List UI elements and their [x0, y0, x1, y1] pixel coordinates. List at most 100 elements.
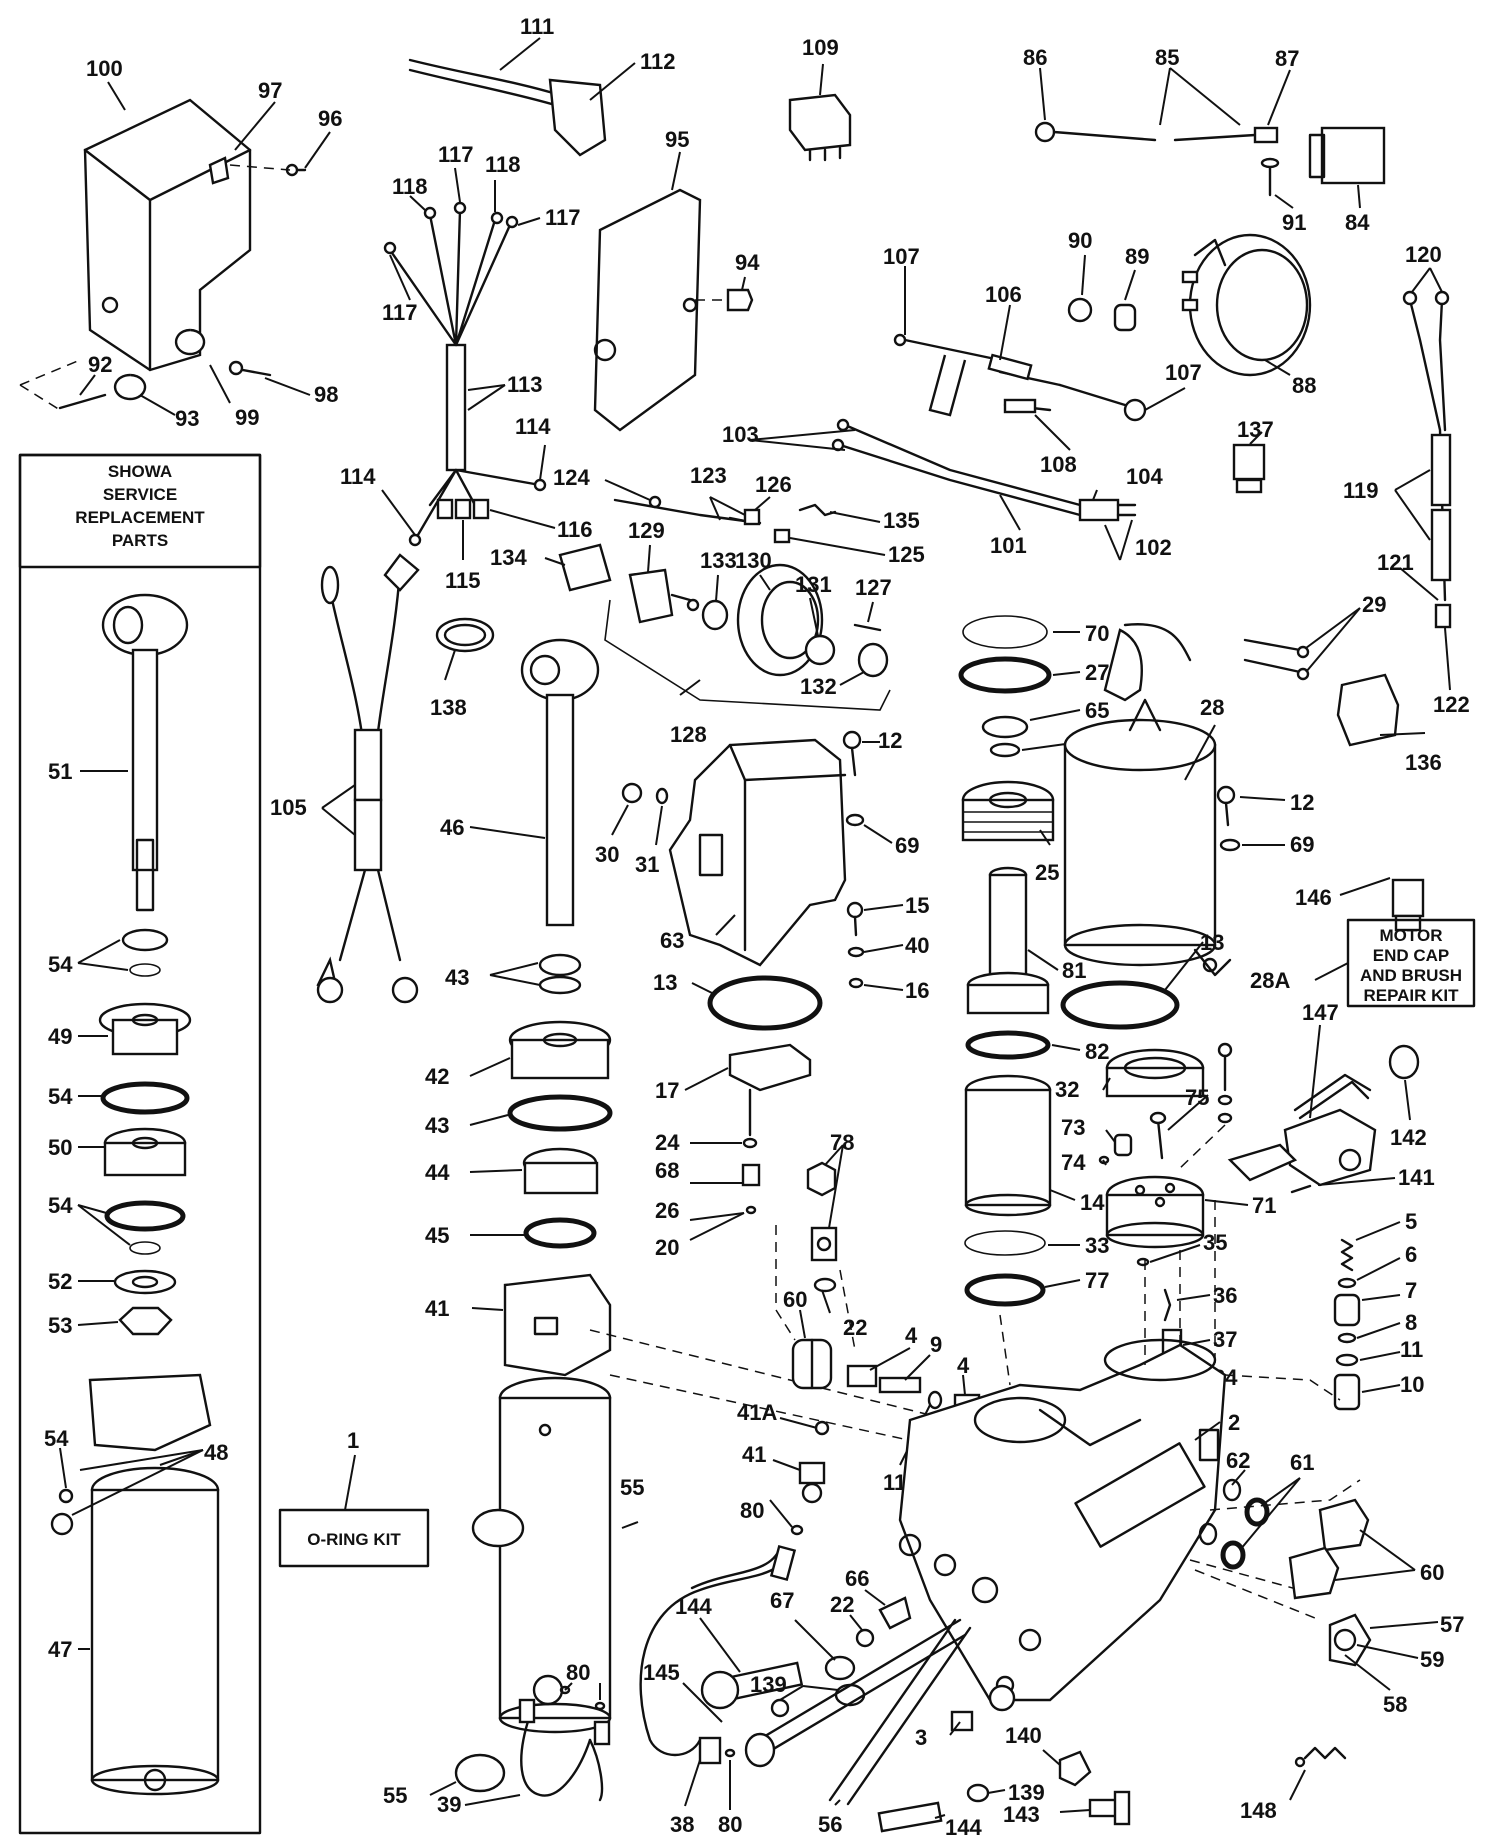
oring-45 [523, 1217, 597, 1249]
callout-89: 89 [1125, 244, 1149, 269]
oring-43 [507, 1094, 613, 1132]
bushing-55b [471, 1508, 525, 1548]
showa-line-4: PARTS [112, 531, 168, 550]
callout-41A: 41A [737, 1400, 777, 1425]
callout-12a: 12 [878, 728, 902, 753]
callout-7: 7 [1405, 1278, 1417, 1303]
callout-75: 75 [1185, 1085, 1209, 1110]
oring-kit-box [278, 1508, 430, 1568]
callout-49: 49 [48, 1024, 72, 1049]
oring-77 [964, 1273, 1046, 1307]
callout-139b: 139 [1008, 1780, 1045, 1805]
callout-41a: 41 [425, 1296, 449, 1321]
callout-106: 106 [985, 282, 1022, 307]
screw-141 [1290, 1184, 1312, 1194]
piston-rod-51 [101, 593, 189, 912]
bushing-67 [824, 1655, 856, 1681]
sender-84 [1320, 126, 1386, 185]
callout-107a: 107 [883, 244, 920, 269]
wiring-harness-group: 111 112 113 114 114 116 115 118 117 118 … [340, 14, 676, 593]
callout-38: 38 [670, 1812, 694, 1837]
callout-138: 138 [430, 695, 467, 720]
bulb-89 [1113, 303, 1137, 332]
callout-125: 125 [888, 542, 925, 567]
callout-56: 56 [818, 1812, 842, 1837]
callout-11a: 11 [883, 1470, 906, 1495]
callout-55b: 55 [620, 1475, 644, 1500]
valve-78a [806, 1161, 837, 1197]
bracket-100 [83, 98, 252, 372]
callout-100: 100 [86, 56, 123, 81]
valve-73 [1113, 1133, 1133, 1157]
relay-109 [788, 93, 852, 152]
callout-51: 51 [48, 759, 72, 784]
callout-117b: 117 [545, 205, 581, 230]
callout-71: 71 [1252, 1193, 1276, 1218]
oring-62b [1198, 1522, 1218, 1546]
callout-114b: 114 [340, 464, 376, 489]
callout-118b: 118 [485, 152, 521, 177]
callout-85: 85 [1155, 45, 1179, 70]
callout-135: 135 [883, 508, 920, 533]
oring-22a [813, 1277, 837, 1293]
bushing-55a [454, 1753, 506, 1793]
callout-122: 122 [1433, 692, 1470, 717]
callout-17: 17 [655, 1078, 679, 1103]
tube-39 [520, 1713, 592, 1797]
screw-12a [842, 730, 862, 750]
callout-30: 30 [595, 842, 619, 867]
callout-37: 37 [1213, 1327, 1237, 1352]
callout-65: 65 [1085, 698, 1109, 723]
oring-62a [1222, 1478, 1242, 1502]
showa-line-2: SERVICE [103, 485, 177, 504]
pin-145 [748, 1618, 962, 1747]
callout-117a: 117 [438, 142, 474, 167]
grommet-131 [804, 634, 836, 666]
oring-41A [814, 1420, 830, 1436]
callout-105: 105 [270, 795, 307, 820]
plug-57 [1328, 1613, 1372, 1667]
valve-group: 78 22 60 4 9 4 11 [775, 1130, 981, 1495]
callout-27: 27 [1085, 660, 1109, 685]
callout-54a: 54 [48, 952, 73, 977]
callout-142: 142 [1390, 1125, 1427, 1150]
callout-43a: 43 [445, 965, 469, 990]
callout-94: 94 [735, 250, 760, 275]
callout-54d: 54 [44, 1426, 69, 1451]
manifold-parts-group: 32 75 73 74 71 35 36 37 34 [1055, 1042, 1276, 1390]
callout-109: 109 [802, 35, 839, 60]
washer-69b [1219, 838, 1241, 852]
callout-26: 26 [655, 1198, 679, 1223]
motor-group: 28 12 69 29 13 [1060, 592, 1386, 1030]
ball-20 [745, 1205, 757, 1215]
callout-46: 46 [440, 815, 464, 840]
callout-33: 33 [1085, 1233, 1109, 1258]
fuse-holder-106 [987, 353, 1033, 381]
oring-22b [855, 1628, 875, 1648]
callout-148: 148 [1240, 1798, 1277, 1823]
callout-121: 121 [1377, 550, 1414, 575]
callout-58: 58 [1383, 1692, 1407, 1717]
leads-103 [838, 423, 1082, 517]
callout-146: 146 [1295, 885, 1332, 910]
callout-129: 129 [628, 518, 665, 543]
terminal-107a [893, 333, 907, 347]
callout-80c: 80 [718, 1812, 742, 1837]
showa-line-1: SHOWA [108, 462, 172, 481]
callout-101: 101 [990, 533, 1027, 558]
plug-30 [621, 782, 643, 804]
terminal-115 [436, 498, 454, 520]
seal-43 [538, 953, 582, 977]
pump-body-2 [898, 1343, 1227, 1702]
callout-48: 48 [204, 1440, 228, 1465]
callout-28: 28 [1200, 695, 1224, 720]
callout-16: 16 [905, 978, 929, 1003]
callout-66: 66 [845, 1566, 869, 1591]
spring-36 [1163, 1288, 1172, 1322]
clip-135 [798, 503, 837, 517]
plug-60a [1318, 1498, 1370, 1552]
callout-70: 70 [1085, 621, 1109, 646]
cover-relay-group: 95 109 94 [593, 35, 852, 432]
callout-88: 88 [1292, 373, 1316, 398]
callout-25: 25 [1035, 860, 1059, 885]
